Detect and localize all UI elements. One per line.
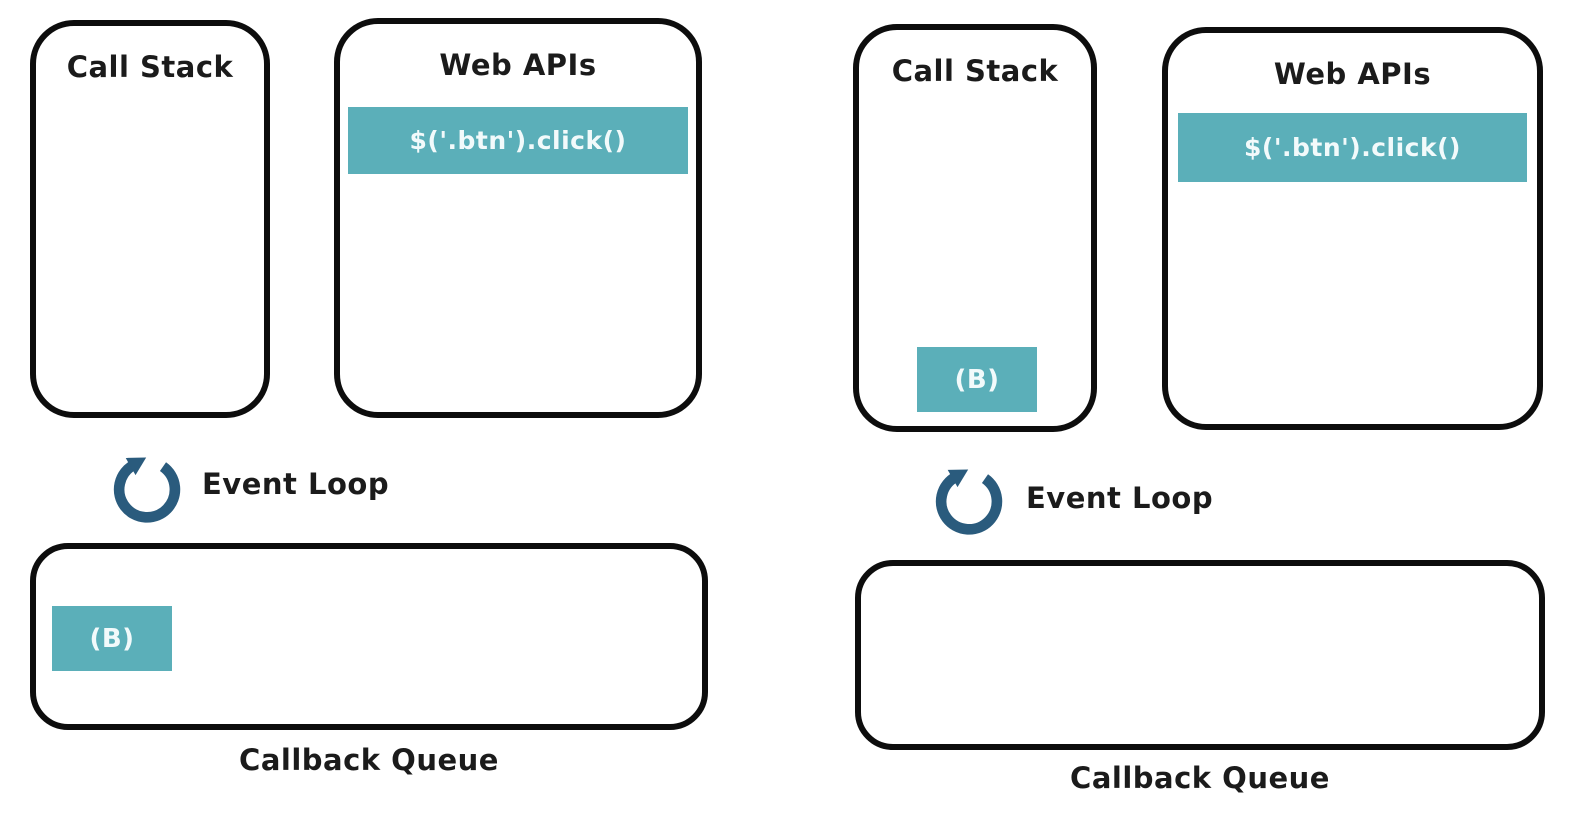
web-apis-title: Web APIs [439,48,597,82]
call-stack-box: Call Stack [853,24,1097,432]
callback-queue-item-block: (B) [52,606,172,671]
event-loop-icon [113,457,181,523]
callback-queue-box [30,543,708,730]
web-api-task-block: $('.btn').click() [1178,113,1527,182]
call-stack-title: Call Stack [66,50,234,84]
call-stack-title: Call Stack [891,54,1059,88]
web-apis-box: Web APIs [334,18,702,418]
callback-queue-label: Callback Queue [1070,761,1330,795]
event-loop-label: Event Loop [202,467,390,501]
call-stack-item-block: (B) [917,347,1037,412]
web-api-task-block: $('.btn').click() [348,107,688,174]
event-loop-label: Event Loop [1026,481,1214,515]
event-loop-icon [935,469,1003,535]
callback-queue-label: Callback Queue [239,743,499,777]
web-apis-title: Web APIs [1273,57,1432,91]
call-stack-box: Call Stack [30,20,270,418]
web-apis-box: Web APIs [1162,27,1543,430]
callback-queue-box [855,560,1545,750]
